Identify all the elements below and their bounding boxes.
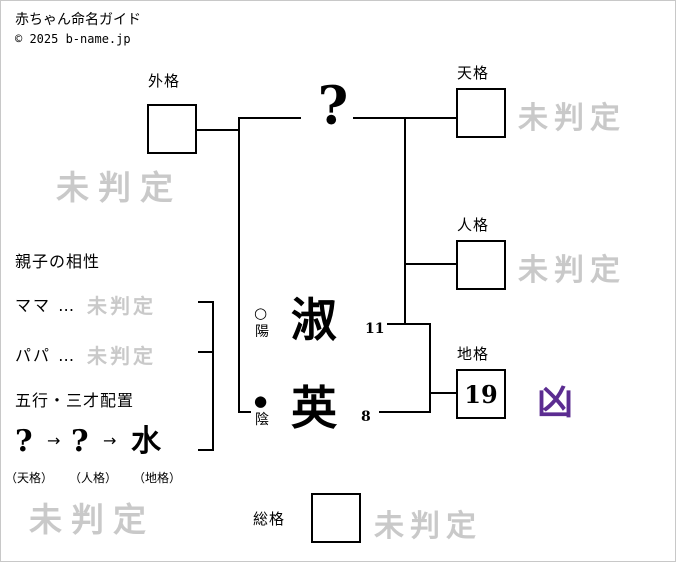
mama-judgement: 未判定 (87, 294, 156, 318)
connector-line (379, 411, 431, 413)
surname-char: ? (317, 76, 349, 137)
gogyou-jinkaku-element: ? (71, 424, 89, 459)
given-char-1: 淑 (291, 293, 337, 347)
soukaku-box (311, 493, 361, 543)
gaikaku-label: 外格 (148, 72, 181, 90)
papa-label: パパ … (15, 346, 77, 365)
sanzai-judgement: 未判定 (29, 500, 155, 539)
chikaku-box: 19 (456, 369, 506, 419)
soukaku-label: 総格 (253, 510, 286, 528)
gogyou-title: 五行・三才配置 (15, 391, 135, 410)
mama-label: ママ … (15, 296, 77, 315)
connector-line (429, 323, 431, 413)
given-char-1-strokes: 11 (365, 321, 385, 337)
connector-line (387, 323, 431, 325)
tenkaku-box (456, 88, 506, 138)
papa-judgement: 未判定 (87, 344, 156, 368)
connector-line (198, 351, 214, 353)
gogyou-tenkaku-element: ? (15, 424, 33, 459)
given-char-2: 英 (291, 381, 337, 435)
gaikaku-judgement: 未判定 (56, 168, 182, 207)
arrow-icon: → (47, 431, 61, 450)
connector-line (198, 449, 214, 451)
connector-line (198, 301, 214, 303)
chikaku-judgement: 凶 (537, 381, 574, 423)
compatibility-title: 親子の相性 (15, 252, 101, 271)
tenkaku-judgement: 未判定 (518, 101, 626, 136)
connector-line (238, 411, 251, 413)
soukaku-judgement: 未判定 (374, 509, 482, 544)
gogyou-tenkaku-label: （天格） (5, 471, 54, 485)
gogyou-chikaku-label: （地格） (133, 471, 182, 485)
yin-label: 陰 (255, 412, 269, 428)
connector-line (212, 301, 214, 451)
connector-line (238, 117, 301, 119)
given-char-2-strokes: 8 (361, 409, 371, 425)
connector-line (197, 129, 238, 131)
chikaku-label: 地格 (457, 345, 490, 363)
tenkaku-label: 天格 (457, 64, 490, 82)
yang-symbol-icon: ○ (254, 304, 268, 322)
gaikaku-box (147, 104, 197, 154)
yang-label: 陽 (255, 324, 269, 340)
connector-line (429, 392, 456, 394)
page-title: 赤ちゃん命名ガイド (15, 12, 141, 28)
connector-line (404, 117, 406, 325)
jinkaku-judgement: 未判定 (518, 253, 626, 288)
connector-line (238, 117, 240, 413)
arrow-icon: → (103, 431, 117, 450)
copyright-text: © 2025 b-name.jp (15, 32, 131, 46)
yin-symbol-icon: ● (254, 392, 268, 410)
jinkaku-box (456, 240, 506, 290)
connector-line (404, 263, 456, 265)
gogyou-chikaku-element: 水 (131, 424, 161, 459)
jinkaku-label: 人格 (457, 216, 490, 234)
gogyou-jinkaku-label: （人格） (69, 471, 118, 485)
